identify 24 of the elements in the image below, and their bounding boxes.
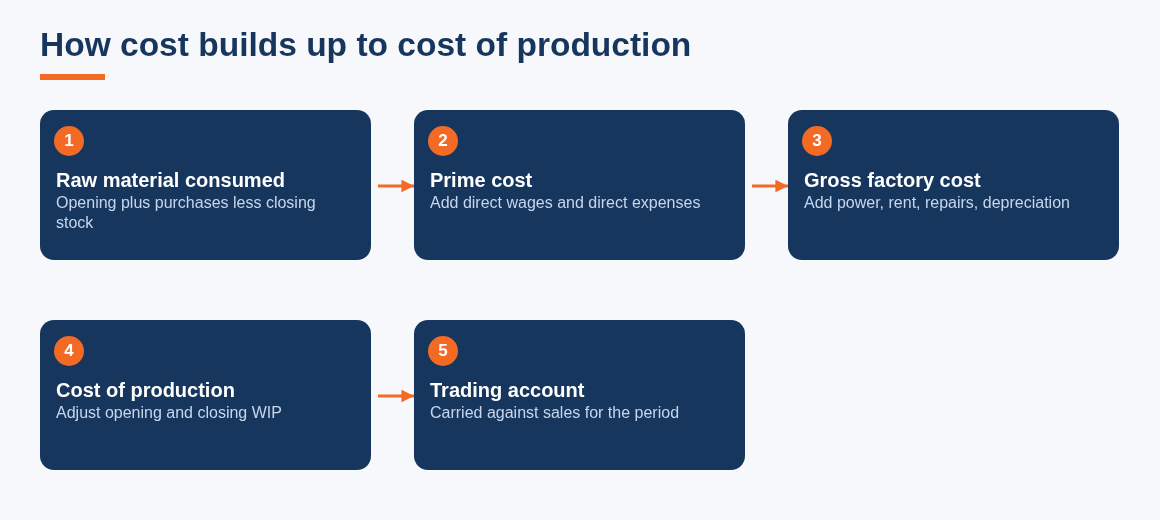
step-heading: Trading account xyxy=(430,378,585,402)
step-description: Adjust opening and closing WIP xyxy=(56,403,283,423)
step-card xyxy=(414,320,745,470)
step-heading: Raw material consumed xyxy=(56,168,285,192)
step-number-badge: 3 xyxy=(802,126,832,156)
step-number-badge: 5 xyxy=(428,336,458,366)
step-description: Add direct wages and direct expenses xyxy=(430,193,702,213)
step-number-badge: 2 xyxy=(428,126,458,156)
step-heading: Gross factory cost xyxy=(804,168,981,192)
step-number-badge: 4 xyxy=(54,336,84,366)
arrow xyxy=(752,179,788,193)
step-card xyxy=(414,110,745,260)
step-card xyxy=(40,110,371,260)
arrow xyxy=(378,389,414,403)
arrow xyxy=(378,179,414,193)
step-description: Add power, rent, repairs, depreciation xyxy=(804,193,1071,213)
step-heading: Prime cost xyxy=(430,168,533,192)
step-number-badge: 1 xyxy=(54,126,84,156)
diagram-title: How cost builds up to cost of production xyxy=(40,25,692,65)
step-heading: Cost of production xyxy=(56,378,235,402)
step-description: Opening plus purchases less closing stock xyxy=(56,193,317,233)
step-card xyxy=(40,320,371,470)
step-card xyxy=(788,110,1119,260)
step-description: Carried against sales for the period xyxy=(430,403,681,423)
